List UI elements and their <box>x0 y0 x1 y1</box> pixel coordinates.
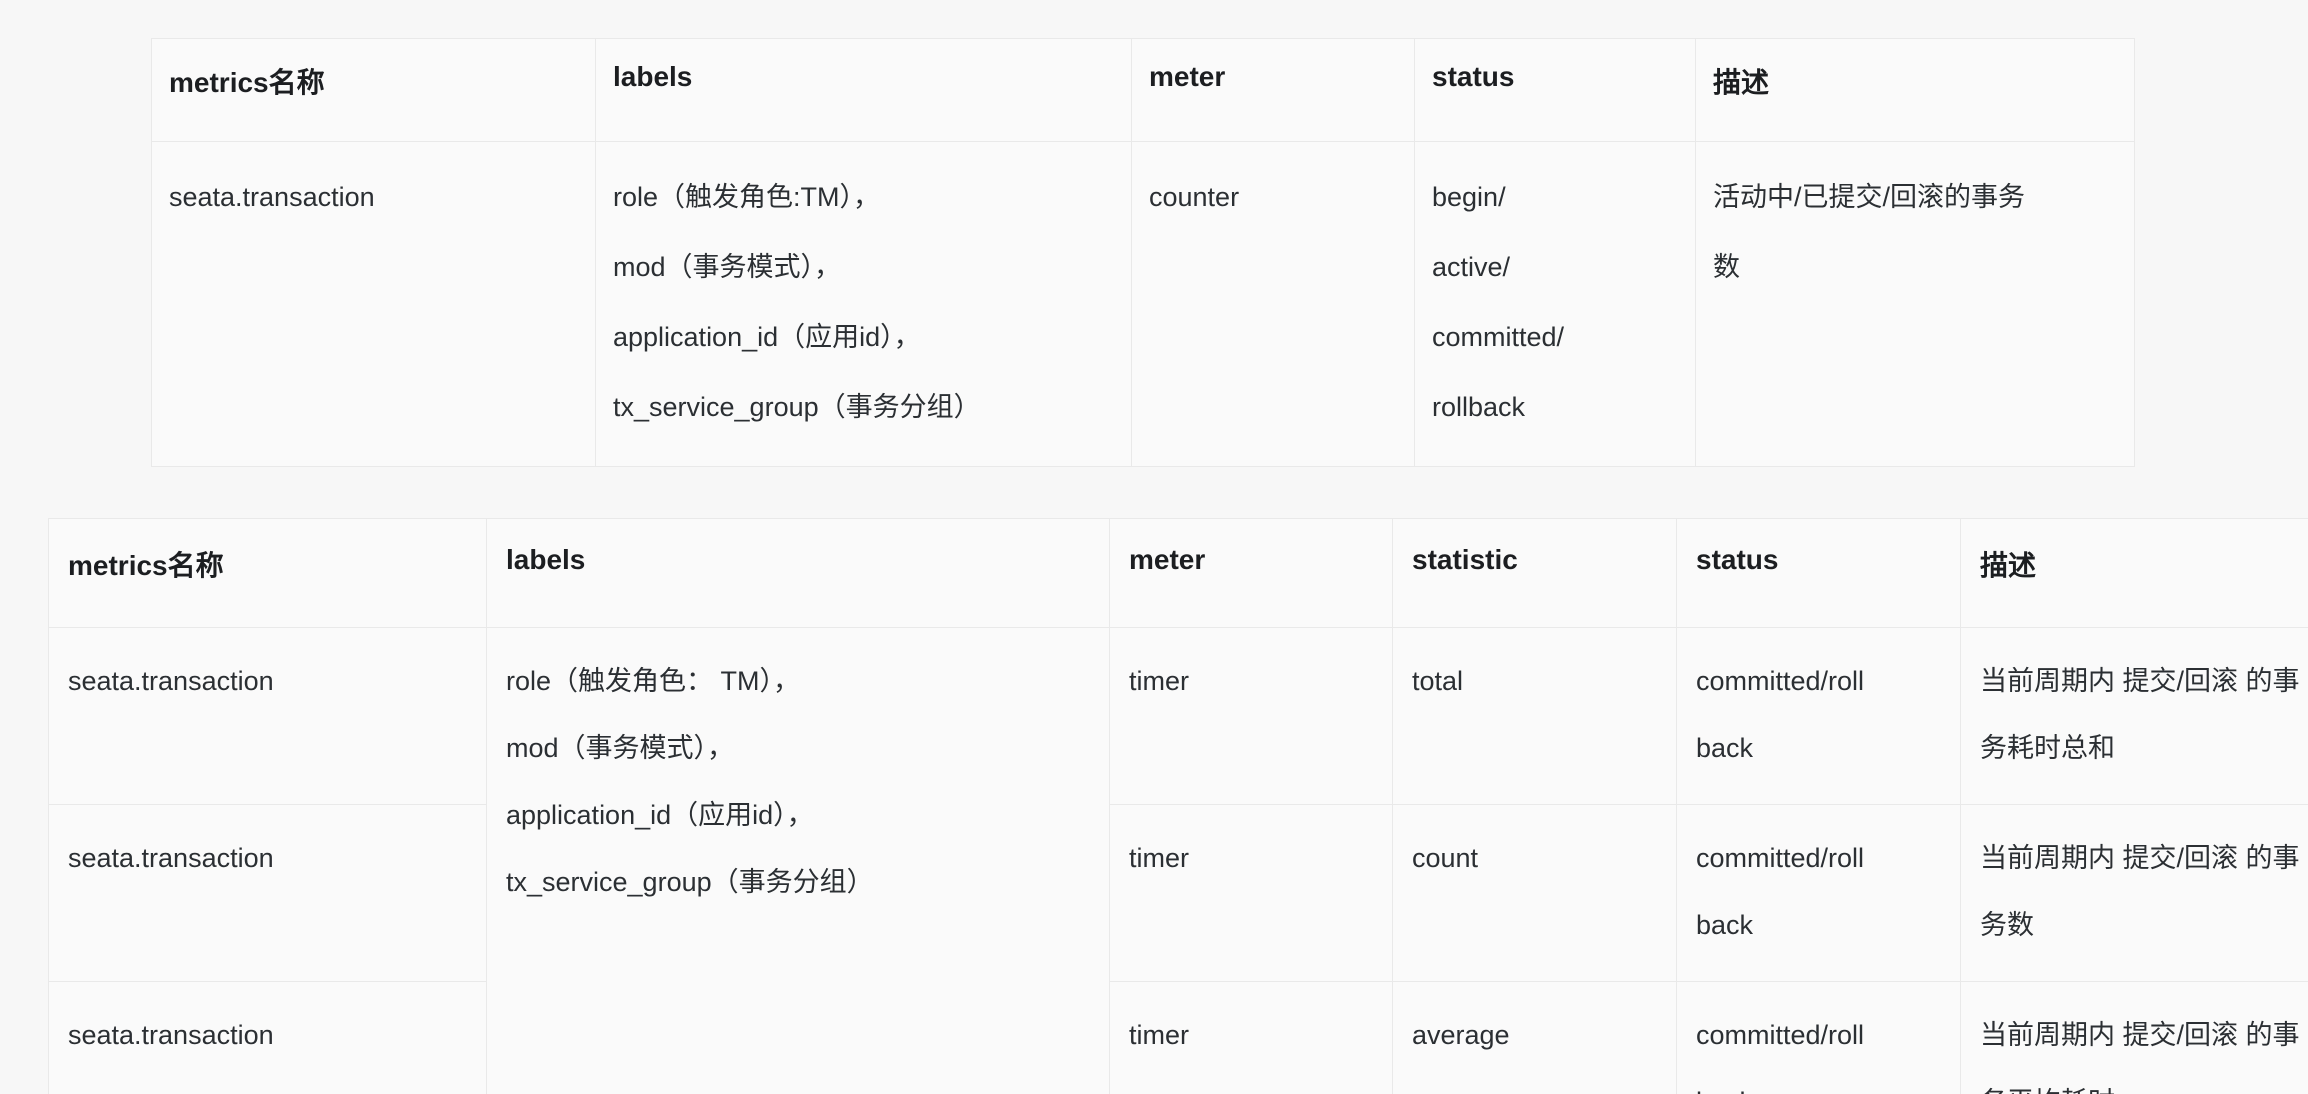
status-line: back <box>1696 733 1754 763</box>
status-line: active/ <box>1432 252 1511 282</box>
description-line: 数 <box>1713 252 1740 282</box>
description-line: 当前周期内 提交/回滚 的事 <box>1980 1020 2300 1050</box>
table-body: seata.transaction role（触发角色:TM）， mod（事务模… <box>151 141 2135 467</box>
cell-meter: counter <box>1131 141 1415 467</box>
cell-description: 当前周期内 提交/回滚 的事 务平均耗时 <box>1960 981 2308 1094</box>
cell-description: 当前周期内 提交/回滚 的事 务耗时总和 <box>1960 627 2308 805</box>
table-header: metrics名称 labels meter statistic status … <box>48 518 2308 628</box>
cell-meter: timer <box>1109 981 1393 1094</box>
cell-status: committed/roll back <box>1676 627 1961 805</box>
status-line: committed/roll <box>1696 843 1865 873</box>
cell-status: committed/roll back <box>1676 981 1961 1094</box>
description-line: 务数 <box>1980 910 2034 940</box>
cell-status: committed/roll back <box>1676 804 1961 982</box>
column-header-meter: meter <box>1131 38 1415 142</box>
status-line: back <box>1696 1069 1942 1094</box>
column-header-status: status <box>1414 38 1696 142</box>
label-line: role（触发角色： TM）， <box>506 666 801 696</box>
table-body: seata.transaction role（触发角色： TM）， mod（事务… <box>48 627 2308 1094</box>
table-row: seata.transaction timer count committed/… <box>48 804 2308 982</box>
table-header: metrics名称 labels meter status 描述 <box>151 38 2135 142</box>
description-line: 当前周期内 提交/回滚 的事 <box>1980 843 2300 873</box>
cell-metrics-name: seata.transaction <box>48 627 487 805</box>
column-header-status: status <box>1676 518 1961 628</box>
cell-status: begin/ active/ committed/ rollback <box>1414 141 1696 467</box>
cell-statistic: total <box>1392 627 1677 805</box>
cell-description: 当前周期内 提交/回滚 的事 务数 <box>1960 804 2308 982</box>
cell-metrics-name: seata.transaction <box>48 804 487 982</box>
column-header-labels: labels <box>486 518 1110 628</box>
label-line: mod（事务模式）， <box>613 252 842 282</box>
status-line: committed/roll <box>1696 1020 1865 1050</box>
column-header-statistic: statistic <box>1392 518 1677 628</box>
label-line: mod（事务模式）， <box>506 733 735 763</box>
cell-description: 活动中/已提交/回滚的事务 数 <box>1695 141 2135 467</box>
label-line: tx_service_group（事务分组） <box>506 867 874 897</box>
cell-meter: timer <box>1109 804 1393 982</box>
cell-labels: role（触发角色： TM）， mod（事务模式）， application_i… <box>486 627 1110 1094</box>
table-row: seata.transaction timer average committe… <box>48 981 2308 1094</box>
status-line: back <box>1696 910 1754 940</box>
cell-metrics-name: seata.transaction <box>151 141 596 467</box>
column-header-metrics-name: metrics名称 <box>151 38 596 142</box>
table-header-row: metrics名称 labels meter status 描述 <box>151 38 2135 142</box>
column-header-description: 描述 <box>1960 518 2308 628</box>
cell-statistic: count <box>1392 804 1677 982</box>
column-header-labels: labels <box>595 38 1132 142</box>
label-line: application_id（应用id）， <box>613 322 921 352</box>
timer-metrics-table-container: metrics名称 labels meter statistic status … <box>48 518 2308 1094</box>
status-line: rollback <box>1432 392 1526 422</box>
label-line: application_id（应用id）， <box>506 800 814 830</box>
status-line: begin/ <box>1432 182 1506 212</box>
cell-statistic: average <box>1392 981 1677 1094</box>
column-header-metrics-name: metrics名称 <box>48 518 487 628</box>
description-line: 务平均耗时 <box>1980 1069 2308 1094</box>
column-header-meter: meter <box>1109 518 1393 628</box>
column-header-description: 描述 <box>1695 38 2135 142</box>
counter-metrics-table: metrics名称 labels meter status 描述 seata.t… <box>151 38 2135 467</box>
table-row: seata.transaction role（触发角色:TM）， mod（事务模… <box>151 141 2135 467</box>
status-line: committed/ <box>1432 322 1565 352</box>
cell-metrics-name: seata.transaction <box>48 981 487 1094</box>
description-line: 活动中/已提交/回滚的事务 <box>1713 182 2026 212</box>
label-line: role（触发角色:TM）， <box>613 182 881 212</box>
table-row: seata.transaction role（触发角色： TM）， mod（事务… <box>48 627 2308 1094</box>
description-line: 当前周期内 提交/回滚 的事 <box>1980 666 2300 696</box>
counter-metrics-table-container: metrics名称 labels meter status 描述 seata.t… <box>151 38 2135 467</box>
cell-labels: role（触发角色:TM）， mod（事务模式）， application_id… <box>595 141 1132 467</box>
description-line: 务耗时总和 <box>1980 733 2115 763</box>
status-line: committed/roll <box>1696 666 1865 696</box>
table-header-row: metrics名称 labels meter statistic status … <box>48 518 2308 628</box>
cell-meter: timer <box>1109 627 1393 805</box>
timer-metrics-table: metrics名称 labels meter statistic status … <box>48 518 2308 1094</box>
label-line: tx_service_group（事务分组） <box>613 392 981 422</box>
